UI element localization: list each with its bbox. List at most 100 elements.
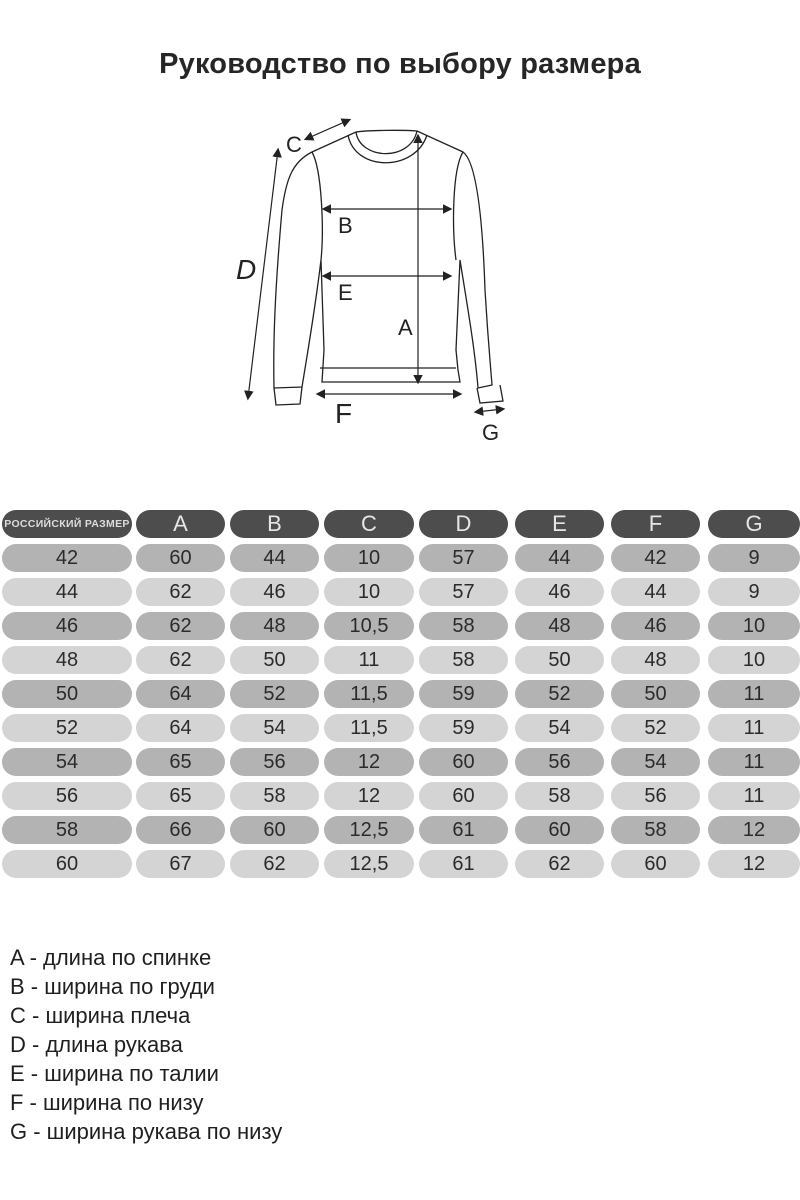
label-b: B [338,213,353,238]
cell-e: 48 [515,612,604,640]
sweatshirt-diagram: C D B E A F G [220,110,520,450]
cell-f: 58 [611,816,700,844]
header-g: G [708,510,800,538]
label-d: D [236,254,257,285]
cell-a: 64 [136,680,225,708]
cell-f: 42 [611,544,700,572]
cell-b: 58 [230,782,319,810]
cell-c: 10,5 [324,612,414,640]
cell-b: 50 [230,646,319,674]
cell-b: 44 [230,544,319,572]
cell-f: 50 [611,680,700,708]
cell-d: 59 [419,680,508,708]
cell-a: 62 [136,646,225,674]
cell-size: 48 [2,646,132,674]
cell-d: 60 [419,782,508,810]
cell-c: 11 [324,646,414,674]
cell-e: 56 [515,748,604,776]
cell-g: 12 [708,850,800,878]
cell-size: 44 [2,578,132,606]
label-e: E [338,280,353,305]
legend-item-e: E - ширина по талии [10,1061,219,1086]
cell-d: 61 [419,816,508,844]
cell-f: 60 [611,850,700,878]
cell-a: 62 [136,612,225,640]
legend-item-c: C - ширина плеча [10,1003,191,1028]
cell-a: 62 [136,578,225,606]
legend-item-a: A - длина по спинке [10,945,212,970]
cell-f: 52 [611,714,700,742]
cell-e: 44 [515,544,604,572]
cell-g: 9 [708,578,800,606]
cell-b: 62 [230,850,319,878]
cell-b: 48 [230,612,319,640]
legend: A - длина по спинке B - ширина по груди … [10,943,282,1146]
cell-b: 56 [230,748,319,776]
cell-b: 60 [230,816,319,844]
header-russian-size: РОССИЙСКИЙ РАЗМЕР [2,510,132,538]
cell-d: 59 [419,714,508,742]
header-a: A [136,510,225,538]
cell-size: 50 [2,680,132,708]
cell-e: 54 [515,714,604,742]
cell-size: 58 [2,816,132,844]
cell-size: 54 [2,748,132,776]
cell-c: 10 [324,578,414,606]
header-e: E [515,510,604,538]
label-g: G [482,420,500,445]
cell-e: 52 [515,680,604,708]
cell-f: 48 [611,646,700,674]
cell-c: 10 [324,544,414,572]
cell-e: 60 [515,816,604,844]
cell-g: 11 [708,680,800,708]
cell-c: 11,5 [324,680,414,708]
cell-f: 56 [611,782,700,810]
cell-b: 54 [230,714,319,742]
cell-d: 61 [419,850,508,878]
cell-size: 42 [2,544,132,572]
legend-item-b: B - ширина по груди [10,974,215,999]
legend-item-g: G - ширина рукава по низу [10,1119,283,1144]
cell-size: 52 [2,714,132,742]
cell-f: 44 [611,578,700,606]
cell-size: 60 [2,850,132,878]
cell-g: 11 [708,748,800,776]
cell-e: 58 [515,782,604,810]
cell-a: 65 [136,782,225,810]
cell-f: 54 [611,748,700,776]
table-header-row: РОССИЙСКИЙ РАЗМЕР A B C D E F G [0,510,800,538]
cell-g: 9 [708,544,800,572]
cell-a: 65 [136,748,225,776]
cell-g: 10 [708,612,800,640]
cell-e: 46 [515,578,604,606]
cell-e: 62 [515,850,604,878]
header-f: F [611,510,700,538]
cell-d: 58 [419,612,508,640]
page-title: Руководство по выбору размера [159,48,641,80]
label-c: C [286,132,302,157]
cell-a: 60 [136,544,225,572]
cell-f: 46 [611,612,700,640]
cell-g: 11 [708,782,800,810]
label-a: A [398,315,413,340]
cell-c: 12 [324,748,414,776]
cell-d: 58 [419,646,508,674]
cell-g: 10 [708,646,800,674]
cell-a: 67 [136,850,225,878]
legend-item-f: F - ширина по низу [10,1090,204,1115]
cell-size: 56 [2,782,132,810]
cell-c: 11,5 [324,714,414,742]
sweatshirt-outline-icon [244,118,506,416]
legend-item-d: D - длина рукава [10,1032,183,1057]
cell-a: 66 [136,816,225,844]
